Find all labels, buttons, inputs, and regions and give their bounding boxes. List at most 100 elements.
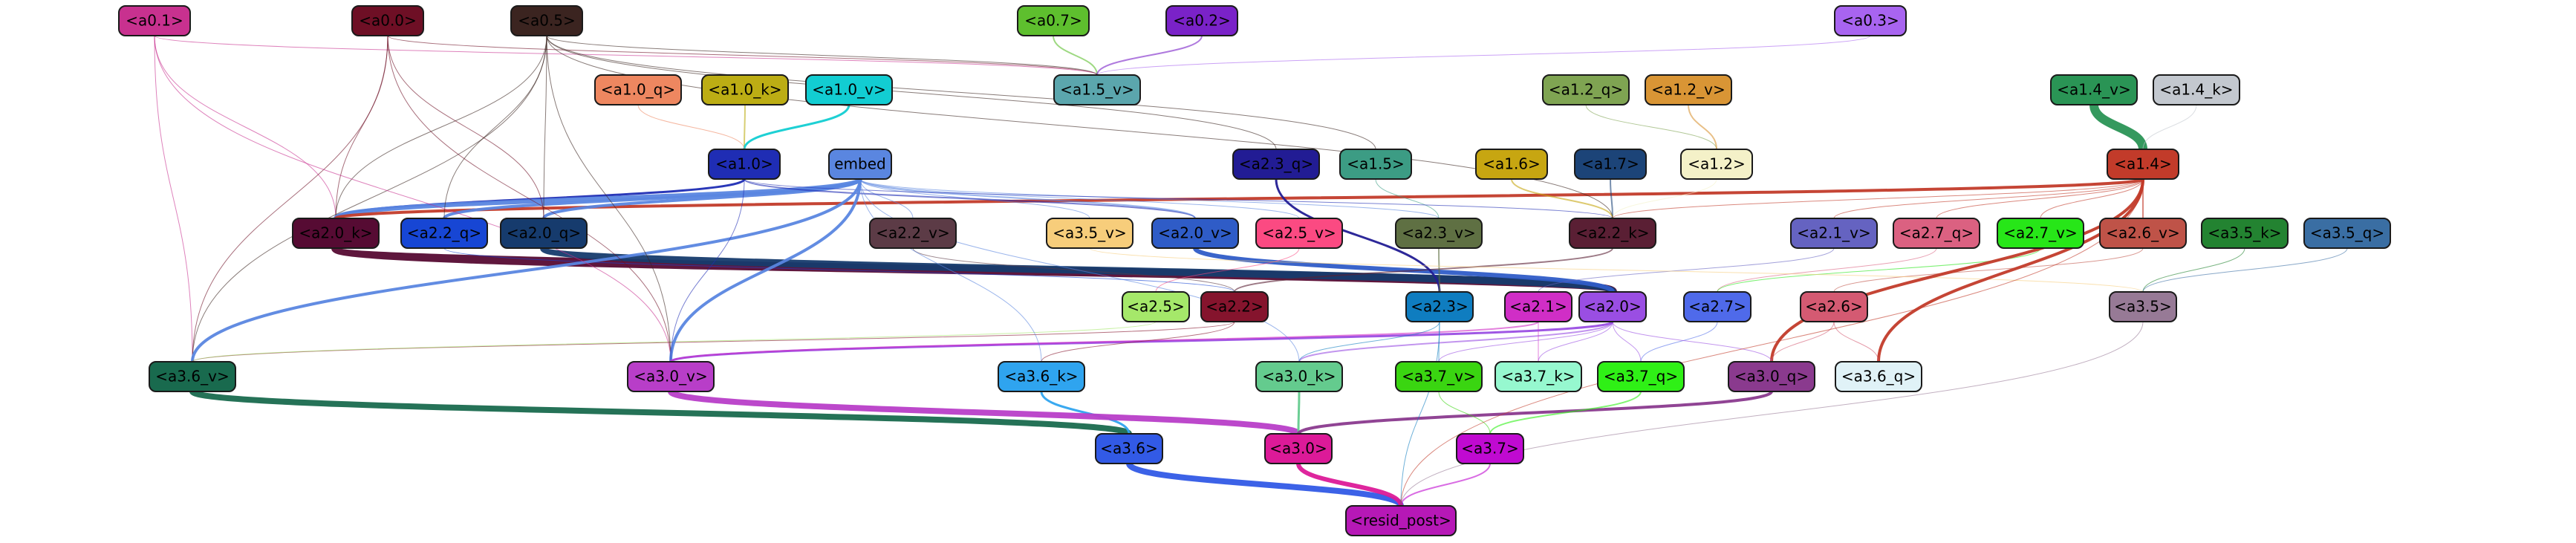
edge-a3_6_k-to-a3_6 [1040, 391, 1131, 435]
node-a1-6[interactable]: <a1.6> [1475, 149, 1548, 180]
node-label: <a1.2> [1688, 155, 1746, 173]
node-a3-7[interactable]: <a3.7> [1456, 433, 1524, 464]
node-a3-6-q[interactable]: <a3.6_q> [1835, 361, 1922, 392]
node-a0-3[interactable]: <a0.3> [1834, 5, 1907, 36]
node-a2-2-v[interactable]: <a2.2_v> [869, 218, 957, 249]
node-a3-7-q[interactable]: <a3.7_q> [1597, 361, 1685, 392]
node-a1-4-v[interactable]: <a1.4_v> [2050, 74, 2138, 105]
node-a2-6-v[interactable]: <a2.6_v> [2099, 218, 2187, 249]
node-a1-0-v[interactable]: <a1.0_v> [805, 74, 893, 105]
node-a3-0[interactable]: <a3.0> [1264, 433, 1333, 464]
node-resid-post[interactable]: <resid_post> [1345, 505, 1457, 536]
node-a1-0[interactable]: <a1.0> [708, 149, 781, 180]
node-a3-6-v[interactable]: <a3.6_v> [149, 361, 236, 392]
node-a1-5[interactable]: <a1.5> [1339, 149, 1412, 180]
node-a2-7-v[interactable]: <a2.7_v> [1997, 218, 2084, 249]
node-embed[interactable]: embed [828, 149, 892, 180]
edge-a3_5_q-to-a3_5 [2142, 247, 2348, 293]
node-box [1395, 218, 1483, 249]
node-label: <a1.2_v> [1651, 81, 1725, 99]
node-a2-0-k[interactable]: <a2.0_k> [292, 218, 380, 249]
edge-a0_5-to-a2_0_q [543, 35, 547, 219]
node-box [149, 361, 236, 392]
node-box [1997, 218, 2084, 249]
node-box [1255, 218, 1343, 249]
node-a2-2[interactable]: <a2.2> [1200, 291, 1269, 322]
node-a3-5-v[interactable]: <a3.5_v> [1046, 218, 1133, 249]
node-label: <a1.6> [1483, 155, 1541, 173]
node-a1-2[interactable]: <a1.2> [1680, 149, 1753, 180]
edge-a1_4-to-a2_2_k [1612, 178, 2144, 219]
edge-a0_5-to-a2_2_k [546, 35, 1613, 219]
node-a2-2-k[interactable]: <a2.2_k> [1569, 218, 1656, 249]
edge-a2_0-to-a3_7_v [1438, 321, 1613, 362]
node-a3-5-k[interactable]: <a3.5_k> [2201, 218, 2289, 249]
node-box [2107, 149, 2179, 180]
edge-embed-to-a3_0_k [859, 178, 1300, 362]
edge-a3_5_k-to-a3_5 [2142, 247, 2245, 293]
node-a3-0-v[interactable]: <a3.0_v> [627, 361, 715, 392]
node-a2-3[interactable]: <a2.3> [1405, 291, 1474, 322]
node-a2-0-v[interactable]: <a2.0_v> [1151, 218, 1239, 249]
node-a3-0-k[interactable]: <a3.0_k> [1255, 361, 1343, 392]
node-box [1800, 291, 1868, 322]
node-a2-5-v[interactable]: <a2.5_v> [1255, 218, 1343, 249]
node-label: <resid_post> [1350, 512, 1451, 530]
node-a3-7-v[interactable]: <a3.7_v> [1395, 361, 1483, 392]
edge-a0_5-to-a1_5_v [546, 35, 1098, 76]
node-a2-7[interactable]: <a2.7> [1683, 291, 1752, 322]
node-a1-5-v[interactable]: <a1.5_v> [1053, 74, 1141, 105]
node-a2-1-v[interactable]: <a2.1_v> [1790, 218, 1878, 249]
edge-a1_0-to-a2_0_v [744, 178, 1196, 219]
node-box [1494, 361, 1582, 392]
node-a2-3-v[interactable]: <a2.3_v> [1395, 218, 1483, 249]
node-a1-2-v[interactable]: <a1.2_v> [1645, 74, 1732, 105]
node-label: <a0.1> [126, 12, 183, 30]
edge-a1_0-to-a3_0_v [670, 178, 745, 362]
node-a3-6[interactable]: <a3.6> [1095, 433, 1163, 464]
edge-a3_0_v-to-a3_0 [668, 388, 1301, 437]
node-box [1255, 361, 1343, 392]
node-label: <a2.7_v> [2003, 224, 2077, 242]
node-label: <a1.5_v> [1060, 81, 1133, 99]
node-a2-0[interactable]: <a2.0> [1578, 291, 1647, 322]
node-a0-2[interactable]: <a0.2> [1165, 5, 1238, 36]
node-box [1475, 149, 1548, 180]
node-a2-0-q[interactable]: <a2.0_q> [500, 218, 588, 249]
edge-a0_3-to-a1_5_v [1096, 35, 1871, 76]
node-box [500, 218, 588, 249]
node-a2-2-q[interactable]: <a2.2_q> [400, 218, 488, 249]
edge-a2_3_v-to-a2_3 [1438, 247, 1440, 293]
node-a0-1[interactable]: <a0.1> [118, 5, 191, 36]
edge-a2_7_v-to-a2_7 [1717, 247, 2041, 293]
node-label: <a2.2_v> [876, 224, 949, 242]
node-a1-2-q[interactable]: <a1.2_q> [1542, 74, 1630, 105]
node-a0-7[interactable]: <a0.7> [1017, 5, 1090, 36]
node-a3-6-k[interactable]: <a3.6_k> [998, 361, 1085, 392]
node-label: <a2.3> [1411, 298, 1468, 316]
node-a3-7-k[interactable]: <a3.7_k> [1494, 361, 1582, 392]
node-a0-5[interactable]: <a0.5> [510, 5, 583, 36]
node-a2-3-q[interactable]: <a2.3_q> [1232, 149, 1320, 180]
node-box [1151, 218, 1239, 249]
node-a3-5-q[interactable]: <a3.5_q> [2303, 218, 2391, 249]
node-a2-5[interactable]: <a2.5> [1122, 291, 1190, 322]
node-a1-0-q[interactable]: <a1.0_q> [594, 74, 682, 105]
node-a2-1[interactable]: <a2.1> [1504, 291, 1572, 322]
node-a2-7-q[interactable]: <a2.7_q> [1893, 218, 1980, 249]
node-label: <a2.0_k> [299, 224, 372, 242]
node-box [1405, 291, 1474, 322]
node-a1-7[interactable]: <a1.7> [1574, 149, 1647, 180]
node-a1-4-k[interactable]: <a1.4_k> [2153, 74, 2240, 105]
node-a2-6[interactable]: <a2.6> [1800, 291, 1868, 322]
edge-a0_5-to-a2_0_k [335, 35, 547, 219]
node-label: <a1.0_v> [812, 81, 885, 99]
node-a3-5[interactable]: <a3.5> [2109, 291, 2177, 322]
edge-a1_4-to-a3_6_q [1877, 178, 2144, 362]
node-a1-0-k[interactable]: <a1.0_k> [701, 74, 789, 105]
node-label: <a1.0_k> [708, 81, 781, 99]
node-a3-0-q[interactable]: <a3.0_q> [1728, 361, 1815, 392]
node-a0-0[interactable]: <a0.0> [351, 5, 424, 36]
node-a1-4[interactable]: <a1.4> [2107, 149, 2179, 180]
edge-a0_7-to-a1_5_v [1053, 35, 1098, 76]
